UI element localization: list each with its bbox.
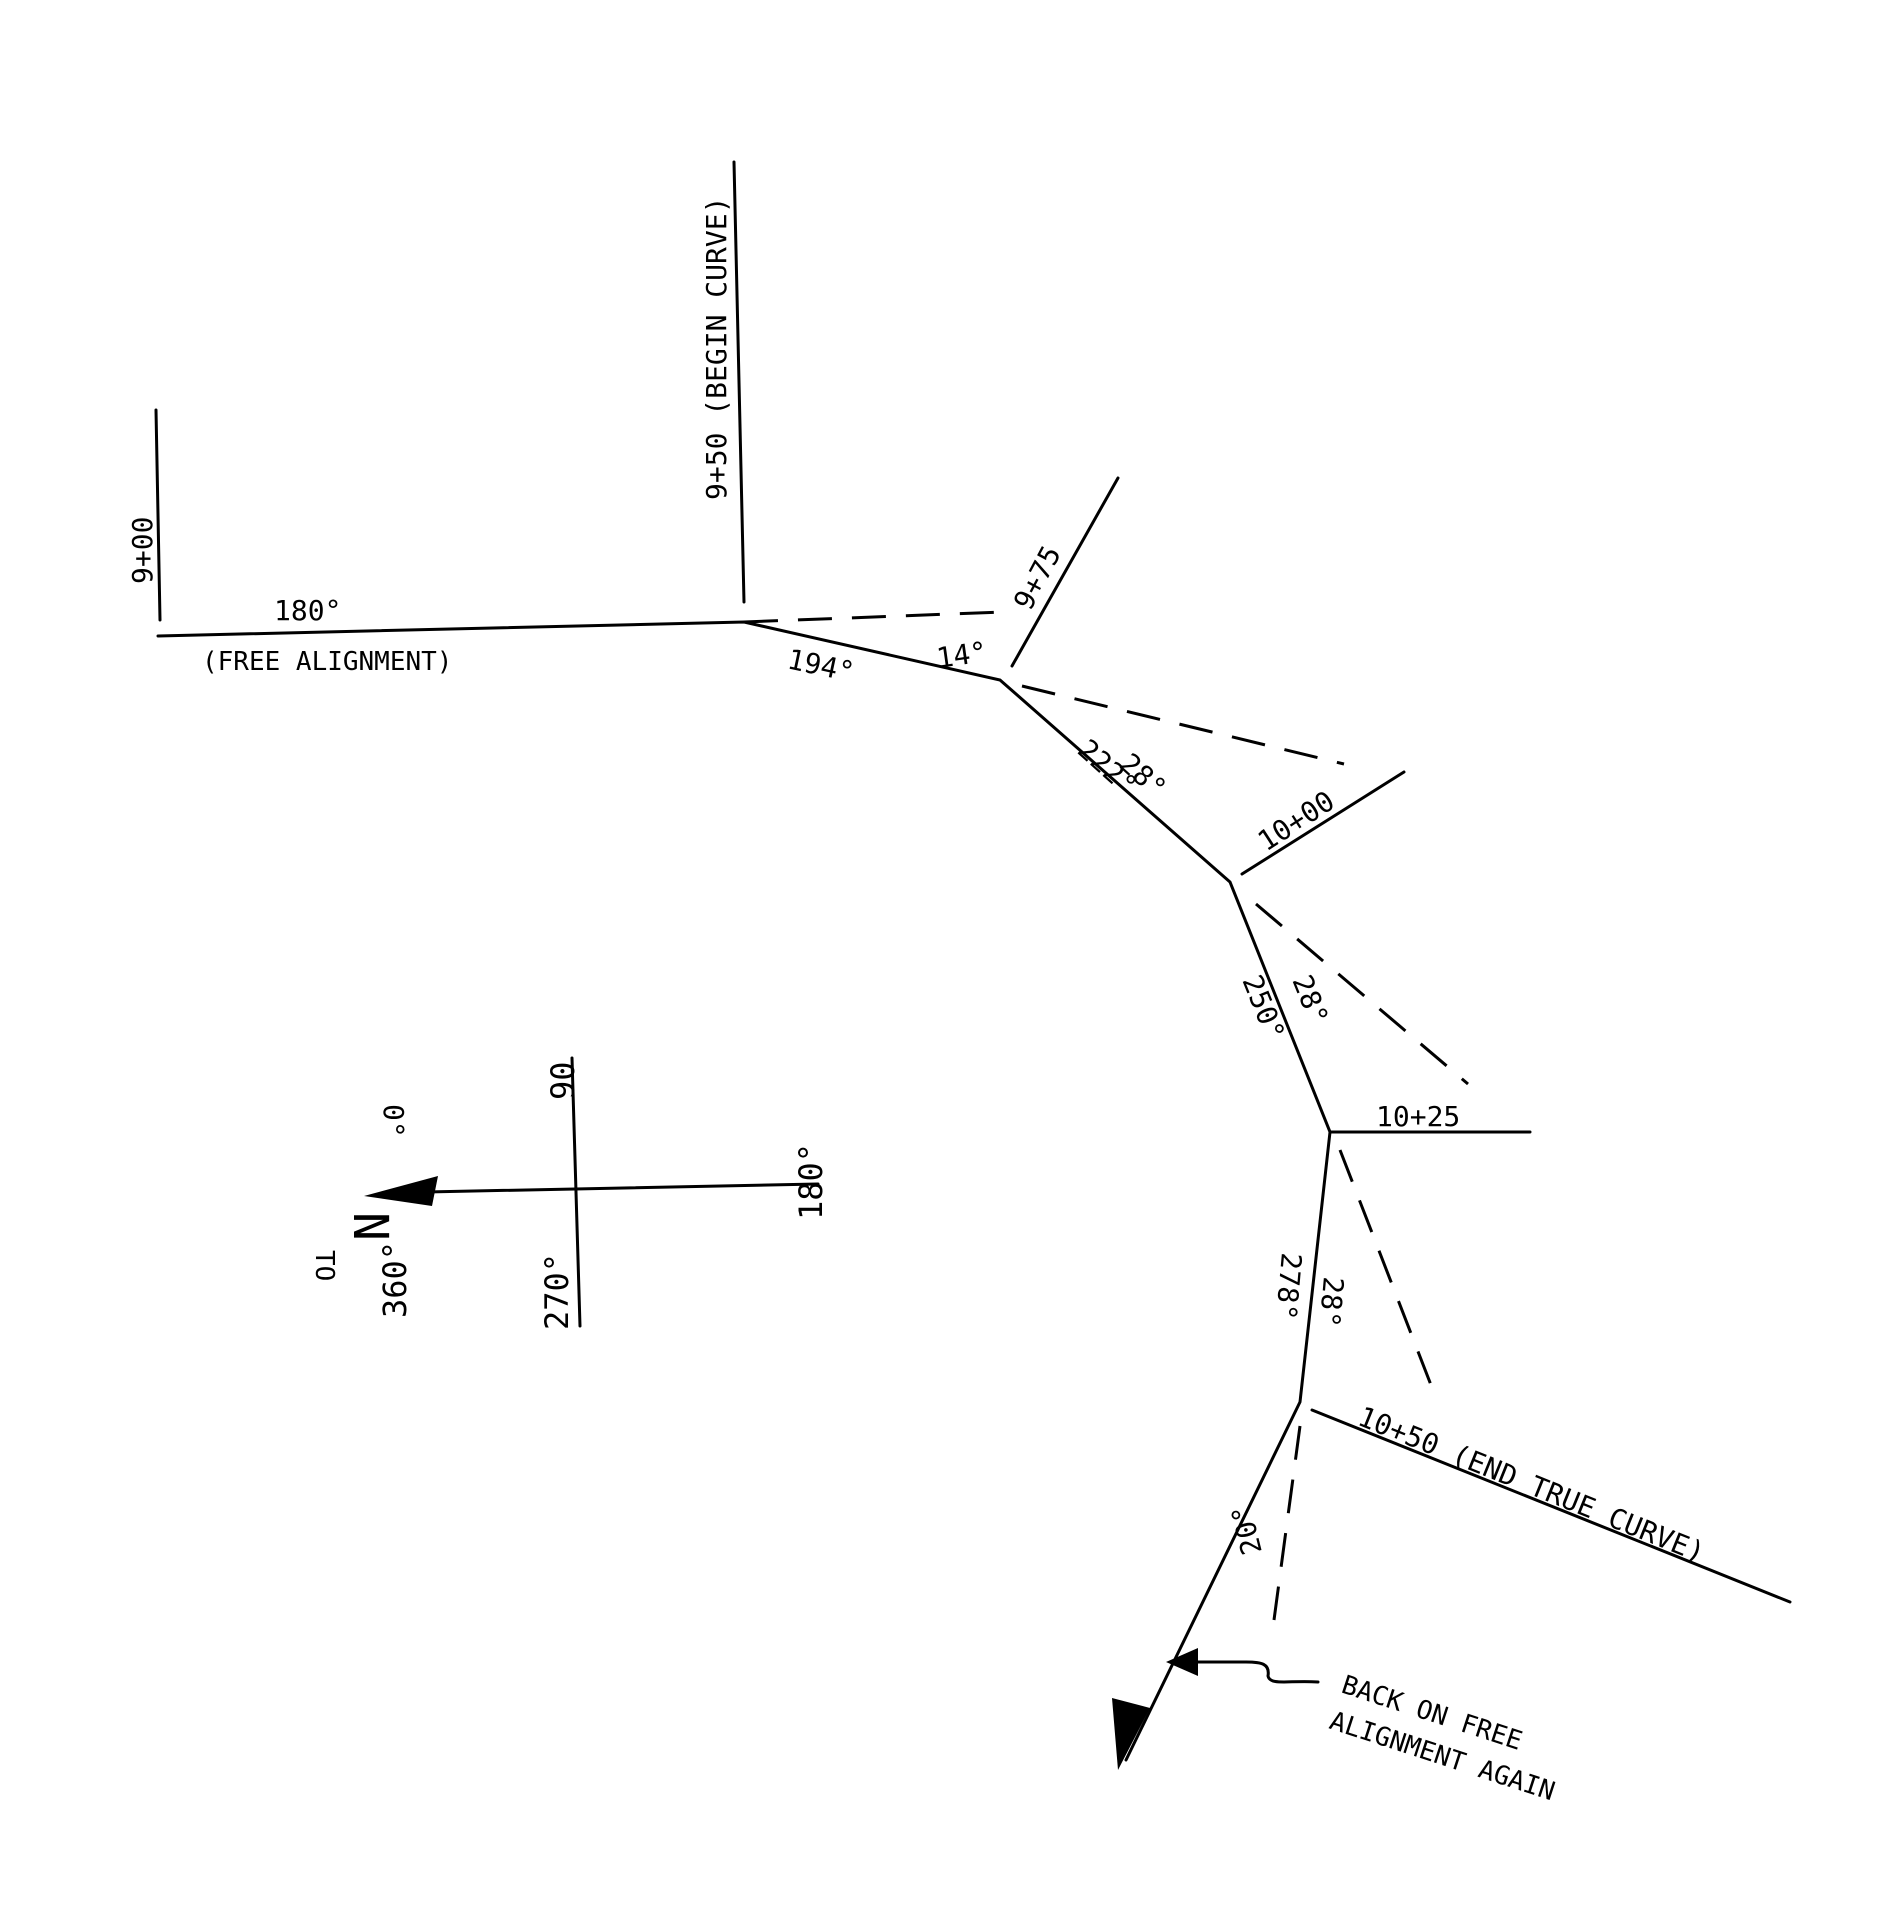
station-label-900: 9+00 <box>126 517 159 584</box>
deflection-label-14: 14° <box>934 635 989 675</box>
station-label-975: 9+75 <box>1007 540 1068 615</box>
station-label-1025: 10+25 <box>1376 1100 1460 1133</box>
compass-ns-line <box>570 1056 582 1328</box>
deflection-label-28c: 28° <box>1313 1275 1350 1328</box>
deflection-label-28b: 28° <box>1286 970 1336 1029</box>
station-line-950 <box>732 160 746 604</box>
alignment-end-arrowhead <box>1112 1698 1150 1770</box>
compass-east-label: 90 <box>544 1061 582 1100</box>
station-label-1050: 10+50 (END TRUE CURVE) <box>1353 1400 1709 1570</box>
tangent-extension-5 <box>1272 1425 1302 1621</box>
tangent-extension-2 <box>1021 684 1345 766</box>
compass-full-label: 360° <box>376 1241 414 1318</box>
free-alignment-label: (FREE ALIGNMENT) <box>202 647 452 677</box>
bearing-label-278: 278° <box>1269 1251 1308 1321</box>
bearing-label-250: 250° <box>1236 970 1292 1045</box>
compass-to-label: TO <box>309 1250 339 1281</box>
station-line-900 <box>154 408 162 622</box>
compass-south-label: 180° <box>792 1143 830 1220</box>
compass-north-letter: N <box>342 1212 398 1241</box>
compass-ew-line <box>424 1182 820 1194</box>
tangent-extension-4 <box>1338 1149 1438 1399</box>
compass-north-deg-label: 0° <box>377 1104 410 1138</box>
deflection-label-20: 20° <box>1225 1501 1269 1558</box>
tangent-extension-1 <box>743 610 1003 624</box>
compass-west-label: 270° <box>538 1253 576 1330</box>
callout-arrowhead <box>1166 1648 1198 1676</box>
initial-bearing-label: 180° <box>274 594 341 627</box>
callout-leader <box>1178 1660 1320 1684</box>
bearing-label-194: 194° <box>785 643 858 689</box>
north-arrow-icon <box>364 1176 438 1206</box>
station-line-975 <box>1010 476 1120 668</box>
station-label-950: 9+50 (BEGIN CURVE) <box>700 197 733 500</box>
station-line-1050 <box>1310 1408 1792 1604</box>
station-line-1000 <box>1240 770 1406 876</box>
tangent-extension-3 <box>1255 902 1469 1086</box>
